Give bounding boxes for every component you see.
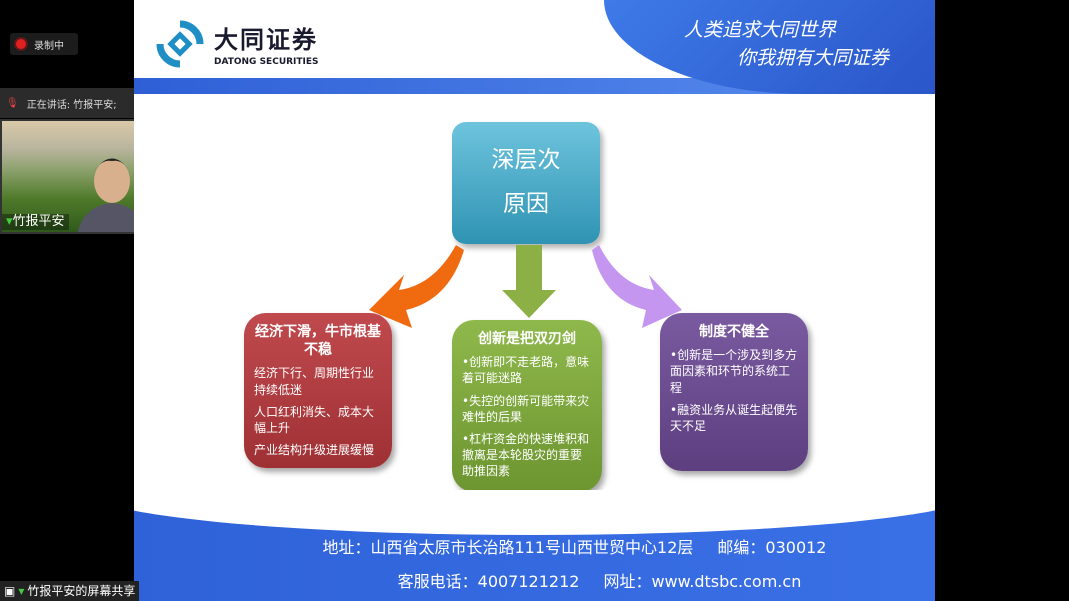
recording-indicator[interactable]: 录制中: [10, 33, 78, 55]
box-point: •融资业务从诞生起便先天不足: [670, 402, 798, 433]
purple-arrow-icon: [592, 245, 682, 328]
box-point: •失控的创新可能带来灾难性的后果: [462, 393, 590, 424]
box-point: •创新是一个涉及到多方面因素和环节的系统工程: [670, 348, 798, 395]
box-point: 产业结构升级进展缓慢: [254, 443, 375, 458]
datong-logo-icon: [156, 20, 204, 68]
participant-name-label: ▾竹报平安: [2, 214, 69, 230]
participant-image: [77, 158, 147, 232]
center-line-2: 原因: [503, 191, 549, 217]
center-box: 深层次原因: [452, 122, 600, 244]
screen-share-label[interactable]: ▣▾竹报平安的屏幕共享: [0, 581, 140, 601]
center-line-1: 深层次: [491, 147, 561, 173]
shared-slide: 大同证券 DATONG SECURITIES 人类追求大同世界 你我拥有大同证券…: [134, 0, 935, 601]
footer-address: 地址：山西省太原市长治路111号山西世贸中心12层: [322, 538, 694, 557]
record-icon: [16, 39, 26, 49]
recording-label: 录制中: [34, 40, 64, 52]
speaking-label: 正在讲话: 竹报平安;: [26, 99, 117, 111]
box-title: 创新是把双刃剑: [478, 331, 576, 347]
green-arrow-icon: [502, 245, 556, 318]
box-point: •创新即不走老路，意味着可能迷路: [462, 355, 590, 386]
box-title: 制度不健全: [699, 324, 769, 340]
box-point: 人口红利消失、成本大幅上升: [254, 404, 375, 435]
screen-share-icon: ▣: [4, 584, 16, 598]
footer-phone: 客服电话：4007121212: [397, 572, 580, 591]
mic-icon: ▾: [18, 584, 25, 598]
footer-postcode: 邮编：030012: [717, 538, 827, 557]
footer-row-2: 客服电话：4007121212 网址：www.dtsbc.com.cn: [134, 572, 935, 592]
logo-name-en: DATONG SECURITIES: [214, 57, 319, 67]
cause-box-system: 制度不健全 •创新是一个涉及到多方面因素和环节的系统工程 •融资业务从诞生起便先…: [660, 313, 808, 471]
logo-name-cn: 大同证券: [214, 26, 318, 54]
arrows: [369, 245, 682, 328]
participant-name: 竹报平安: [12, 214, 65, 229]
box-point: 经济下行、周期性行业持续低迷: [254, 366, 375, 397]
cause-box-economy: 经济下滑，牛市根基不稳 经济下行、周期性行业持续低迷 人口红利消失、成本大幅上升…: [244, 313, 392, 468]
screen-share-text: 竹报平安的屏幕共享: [27, 584, 136, 598]
mic-icon: ▾: [6, 214, 13, 229]
box-title: 经济下滑，牛市根基不稳: [255, 324, 381, 359]
mic-muted-icon[interactable]: 🎙: [6, 97, 19, 109]
slogan-line-2: 你我拥有大同证券: [737, 47, 890, 69]
orange-arrow-icon: [369, 245, 464, 328]
box-point: •杠杆资金的快速堆积和撤离是本轮股灾的重要助推因素: [462, 431, 590, 479]
cause-box-innovation: 创新是把双刃剑 •创新即不走老路，意味着可能迷路 •失控的创新可能带来灾难性的后…: [452, 320, 602, 492]
footer-row-1: 地址：山西省太原市长治路111号山西世贸中心12层 邮编：030012: [134, 538, 935, 558]
slogan-line-1: 人类追求大同世界: [684, 19, 837, 41]
footer-website: 网址：www.dtsbc.com.cn: [603, 572, 802, 591]
